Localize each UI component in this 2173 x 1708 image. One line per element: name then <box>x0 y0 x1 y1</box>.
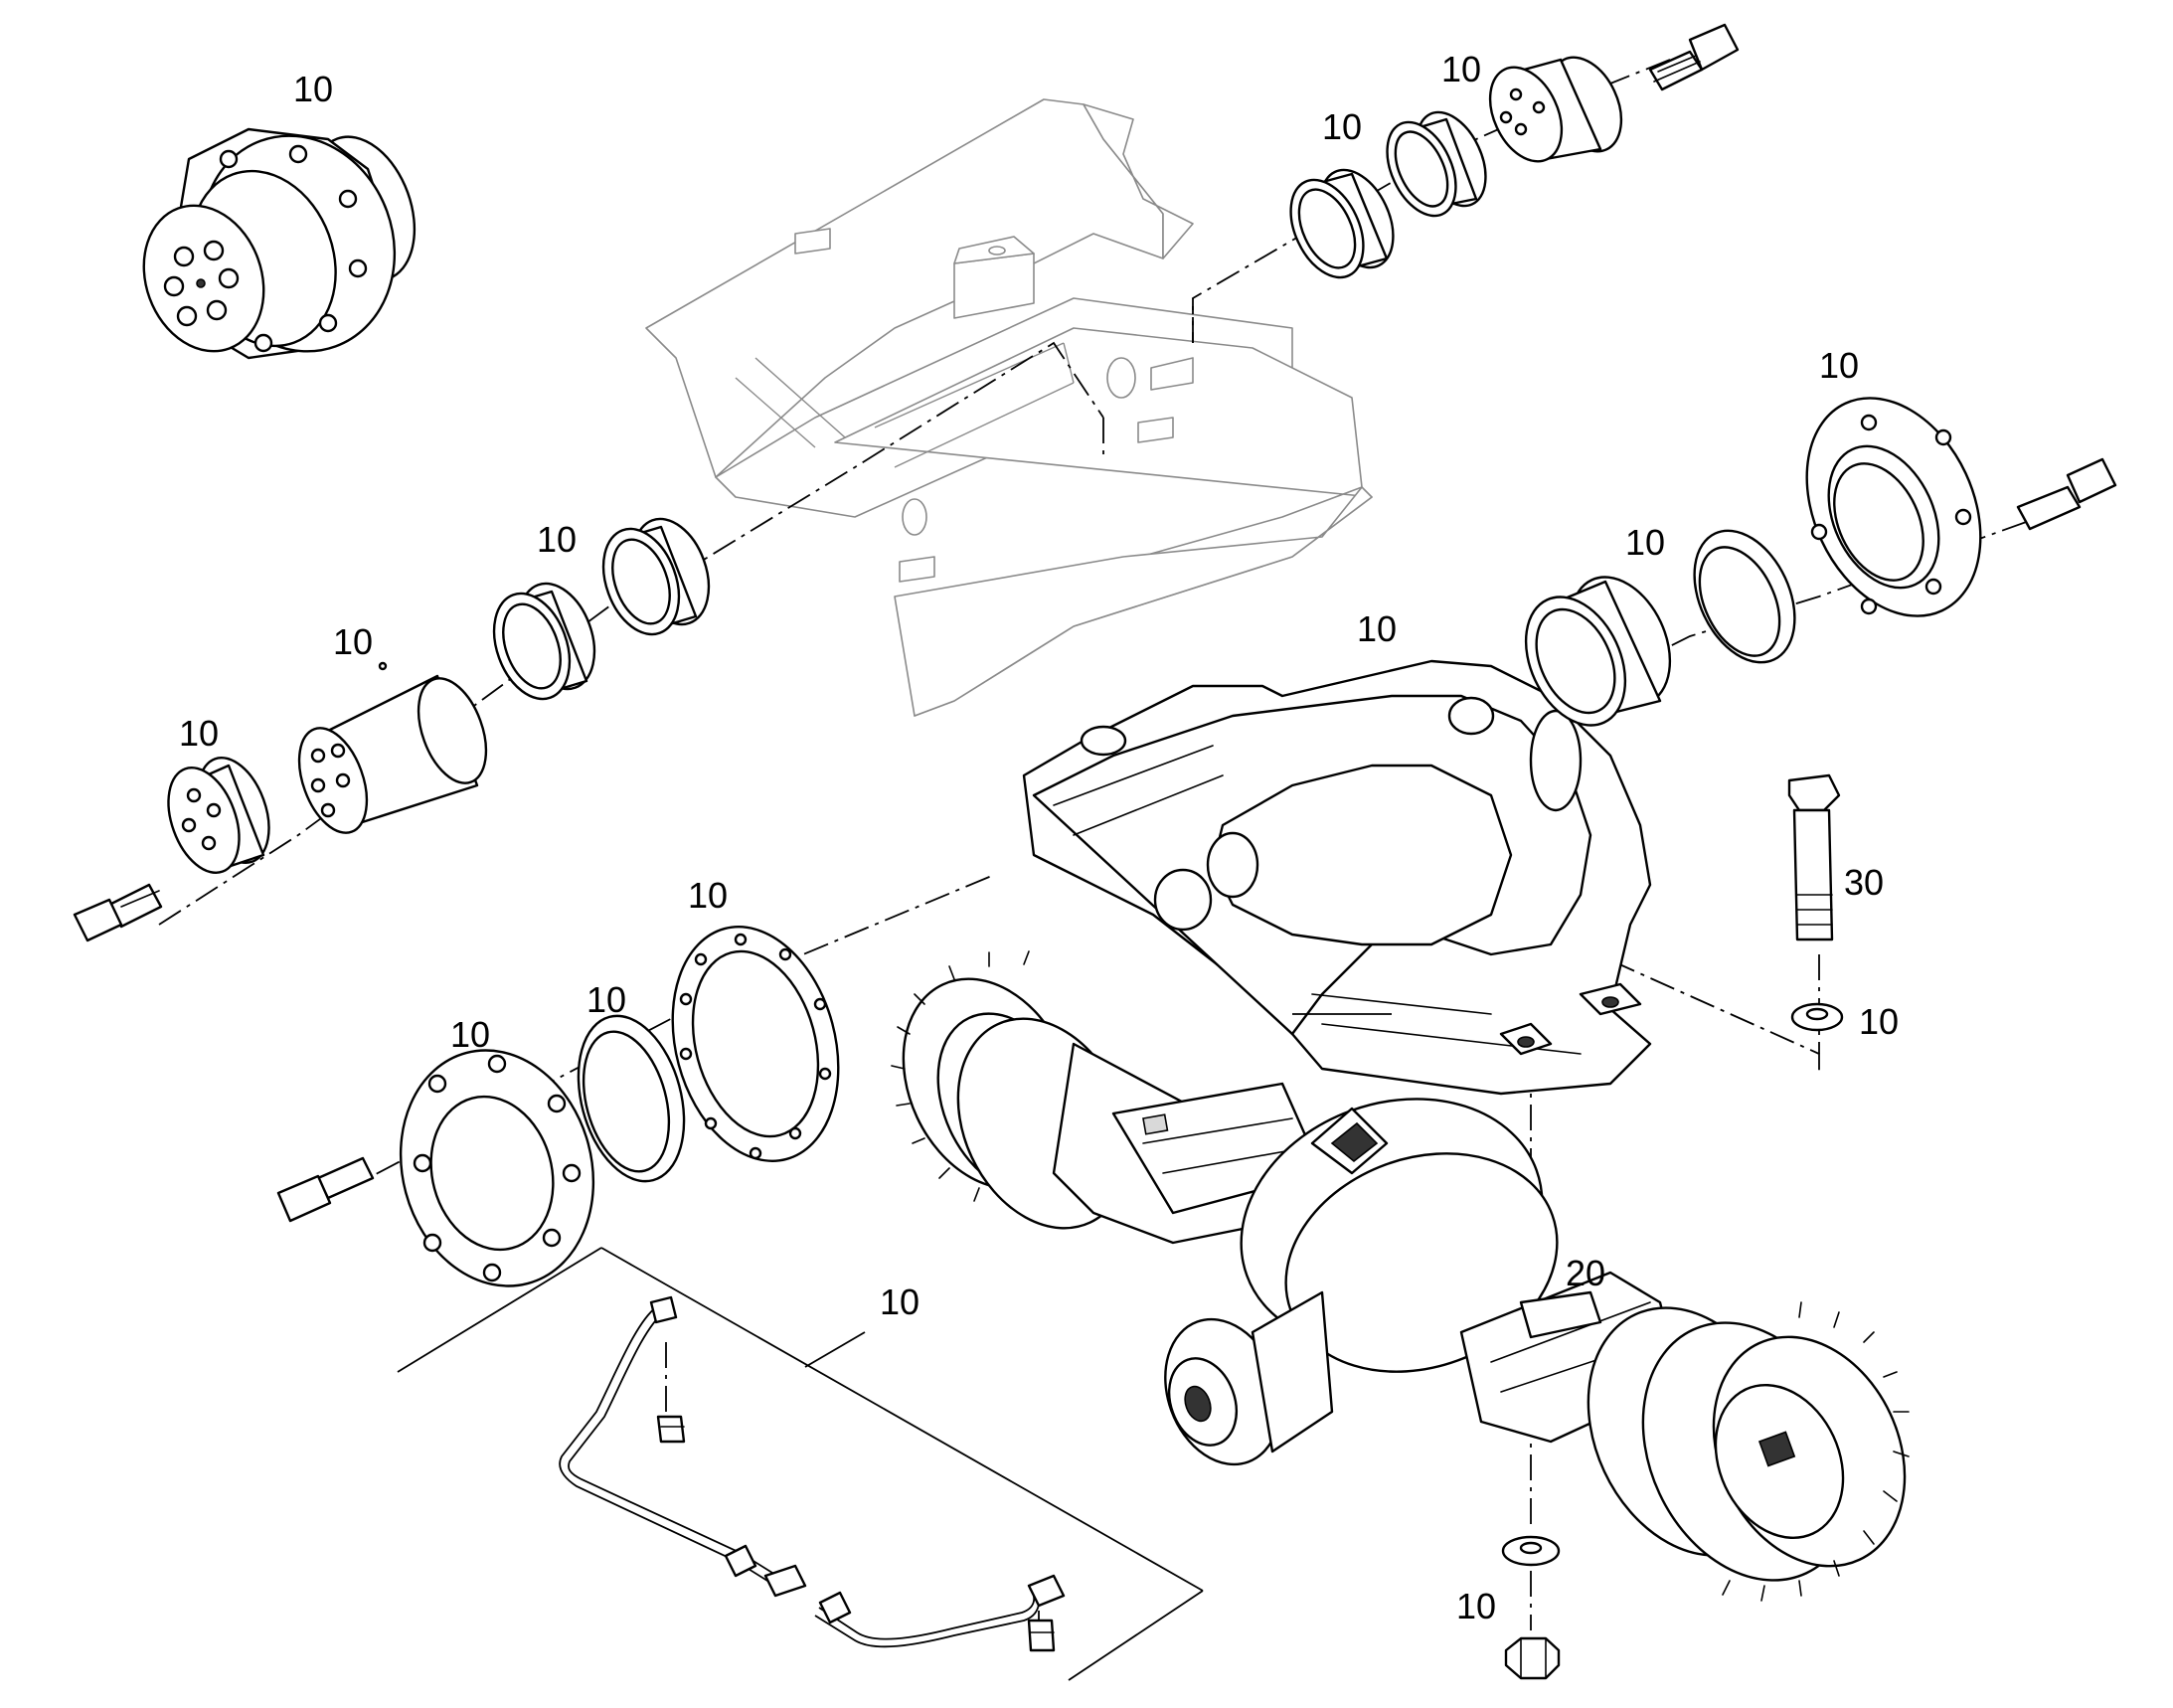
right-ring-b <box>1693 529 1796 664</box>
oscillating-frame <box>1022 659 1652 1096</box>
upper-cap <box>1488 56 1623 163</box>
callout-seal-left: 10 <box>586 979 626 1020</box>
right-flange <box>1805 397 1982 617</box>
callout-nut-bottom: 10 <box>1456 1586 1496 1626</box>
top-hub-assembly <box>142 127 417 360</box>
vehicle-frame-ghost <box>645 98 1373 717</box>
callout-ring-mid-b: 10 <box>537 519 577 560</box>
callout-hub-top: 10 <box>293 69 333 109</box>
upper-ring-b <box>1386 110 1487 218</box>
upper-bolt <box>1648 23 1740 91</box>
brake-pipe <box>559 1295 1066 1652</box>
flange-bolt <box>276 1156 375 1223</box>
left-flange <box>399 1049 595 1287</box>
left-cap <box>167 756 270 875</box>
mid-ring-b <box>601 517 711 636</box>
seal-ring <box>577 1014 686 1183</box>
left-bolt <box>73 883 163 942</box>
callout-washer-right: 10 <box>1859 1001 1899 1042</box>
washer-right <box>1790 1002 1844 1032</box>
long-bolt <box>1787 773 1841 941</box>
upper-ring-a <box>1289 168 1395 279</box>
callout-pipe-kit: 10 <box>880 1281 919 1322</box>
callout-ring-upper-a: 10 <box>1322 106 1362 147</box>
mid-ring-a <box>492 582 596 701</box>
callout-frame: 10 <box>1357 608 1397 649</box>
callout-flange-right: 10 <box>1819 345 1859 386</box>
axle-housing <box>891 950 1910 1602</box>
left-hub-studs <box>891 950 1030 1202</box>
callout-labels: 10 10 10 10 10 10 10 10 10 30 10 10 10 1… <box>179 49 1899 1626</box>
pin <box>297 661 488 834</box>
gasket <box>671 926 840 1162</box>
callout-pin: 10 <box>333 621 373 662</box>
callout-cap-left: 10 <box>179 713 219 754</box>
nut-bottom <box>1504 1636 1561 1680</box>
callout-ring-upper-b: 10 <box>1441 49 1481 89</box>
callout-flange-left: 10 <box>450 1014 490 1055</box>
callout-bolt-right: 30 <box>1844 862 1884 903</box>
callout-bearing-right-a: 10 <box>1625 522 1665 563</box>
right-hub-studs <box>1722 1301 1910 1602</box>
pipe-kit-bracket <box>397 1247 1204 1681</box>
callout-axle: 20 <box>1566 1253 1605 1293</box>
right-bolt <box>2016 457 2117 531</box>
right-bearing <box>1524 576 1672 727</box>
callout-gasket: 10 <box>688 875 728 916</box>
washer-bottom <box>1501 1535 1561 1567</box>
